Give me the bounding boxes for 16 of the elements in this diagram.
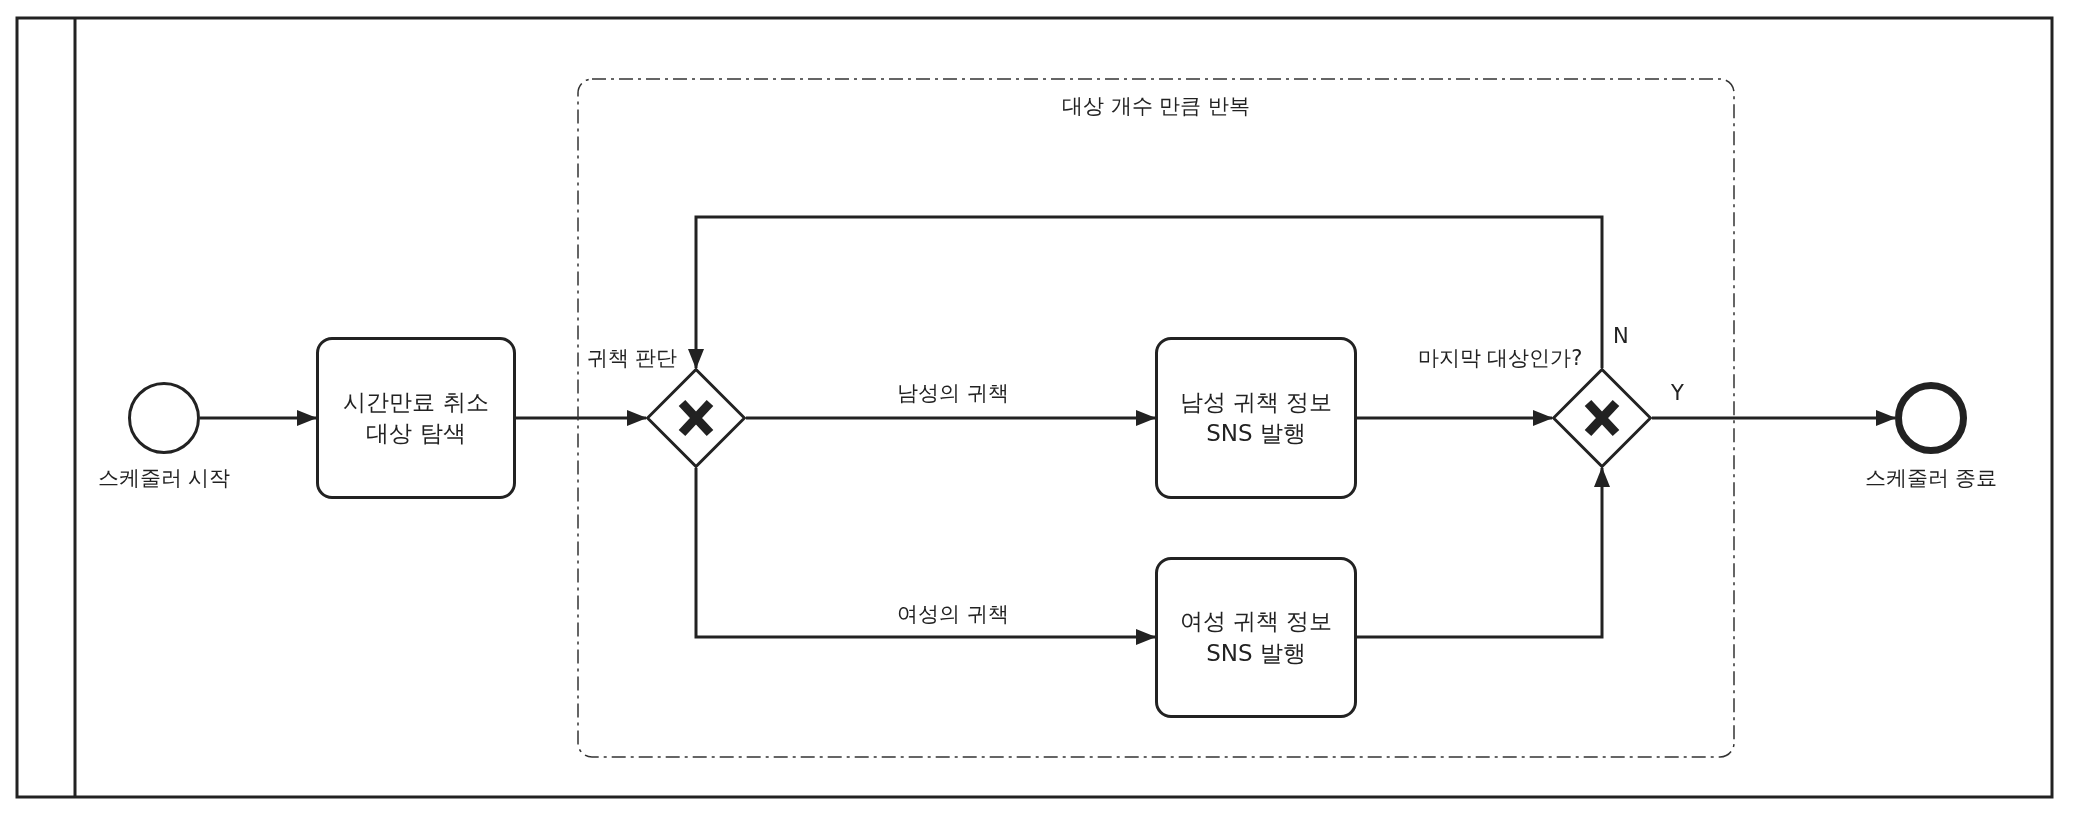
subprocess-label: 대상 개수 만큼 반복 bbox=[1061, 93, 1251, 120]
arrow bbox=[1357, 467, 1610, 639]
arrow bbox=[1357, 410, 1553, 426]
gateway-label: 귀책 판단 bbox=[586, 345, 678, 372]
task-box: 남성 귀책 정보 SNS 발행 bbox=[1155, 337, 1357, 499]
arrow bbox=[694, 468, 1156, 645]
arrow bbox=[746, 410, 1156, 426]
arrow bbox=[516, 410, 647, 426]
task-box: 여성 귀책 정보 SNS 발행 bbox=[1155, 557, 1357, 718]
event-label: 스케줄러 종료 bbox=[1864, 465, 1998, 492]
task-box: 시간만료 취소 대상 탐색 bbox=[316, 337, 516, 499]
event-label: 스케줄러 시작 bbox=[97, 465, 231, 492]
arrow bbox=[688, 215, 1604, 369]
gateway-label: 마지막 대상인가? bbox=[1417, 345, 1583, 372]
arrow bbox=[1652, 410, 1896, 426]
arrow bbox=[200, 410, 317, 426]
